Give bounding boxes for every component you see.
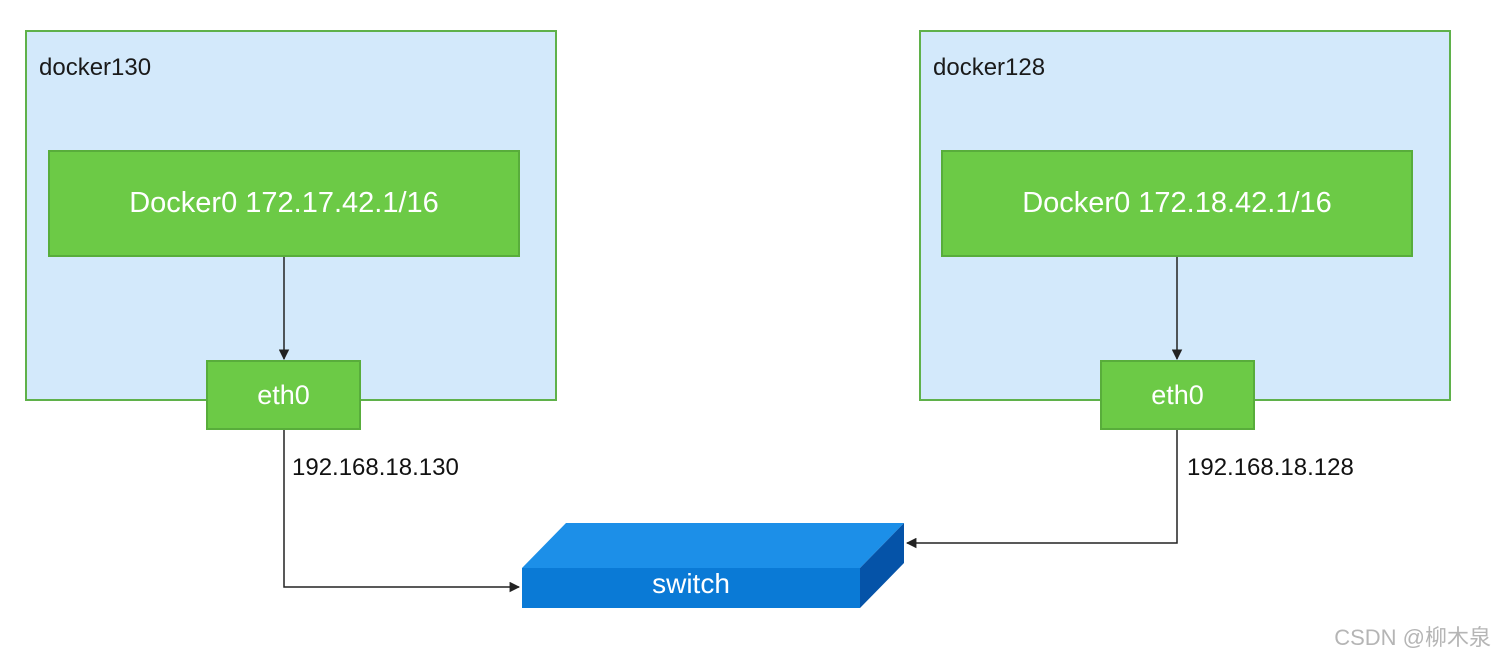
docker0-bridge-host1: Docker0 172.17.42.1/16 — [48, 150, 520, 257]
host-label: docker130 — [39, 54, 152, 81]
switch-label: switch — [652, 568, 730, 599]
eth0-interface-host2: eth0 — [1100, 360, 1255, 430]
csdn-watermark: CSDN @柳木泉 — [1334, 625, 1491, 650]
eth0-to-switch-arrow-host2 — [905, 430, 1178, 549]
ip-address-host1: 192.168.18.130 — [292, 454, 459, 481]
ip-address-host2: 192.168.18.128 — [1187, 454, 1354, 481]
host-label: docker128 — [933, 54, 1046, 81]
switch-icon — [522, 523, 904, 608]
eth0-interface-host1: eth0 — [206, 360, 361, 430]
docker0-bridge-host2: Docker0 172.18.42.1/16 — [941, 150, 1413, 257]
eth0-to-switch-arrow-host1 — [283, 430, 521, 593]
